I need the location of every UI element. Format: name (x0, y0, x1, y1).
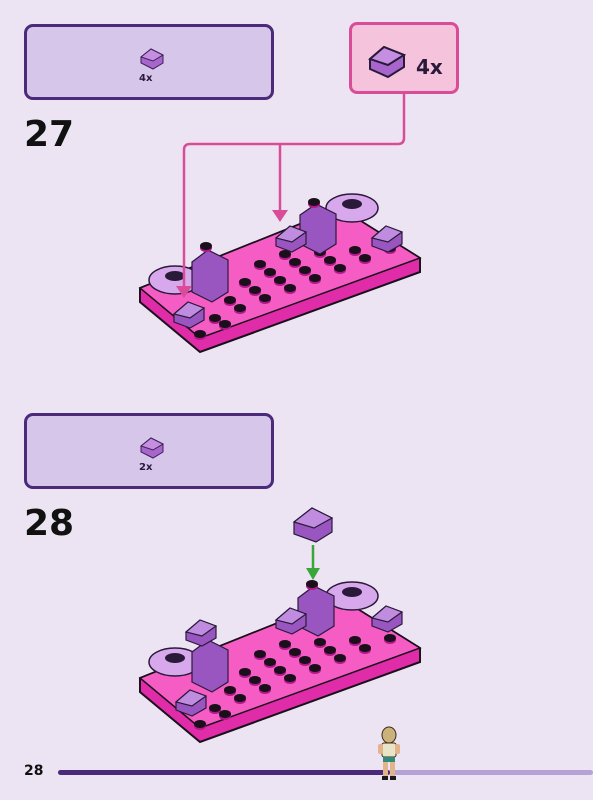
progress-bar (58, 770, 593, 775)
callout-quantity: 4x (416, 55, 443, 79)
step-number-27: 27 (24, 114, 75, 155)
part-callout-step-27: 4x (349, 22, 459, 94)
arrow-icon (306, 545, 320, 580)
arrow-icon (182, 94, 406, 292)
slope-brick-icon (292, 507, 334, 543)
parts-quantity: 4x (139, 73, 153, 84)
slope-brick-icon (139, 48, 165, 70)
parts-quantity: 2x (139, 462, 153, 473)
minifigure-icon (378, 726, 400, 780)
model-step-28 (138, 580, 422, 744)
slope-brick-icon (139, 437, 165, 459)
page-number: 28 (24, 763, 44, 779)
progress-bar-fill (58, 770, 390, 775)
model-step-27 (138, 193, 422, 354)
slope-brick-icon (368, 45, 407, 79)
parts-box-step-27: 4x (24, 24, 274, 100)
parts-box-step-28: 2x (24, 413, 274, 489)
step-number-28: 28 (24, 503, 75, 544)
